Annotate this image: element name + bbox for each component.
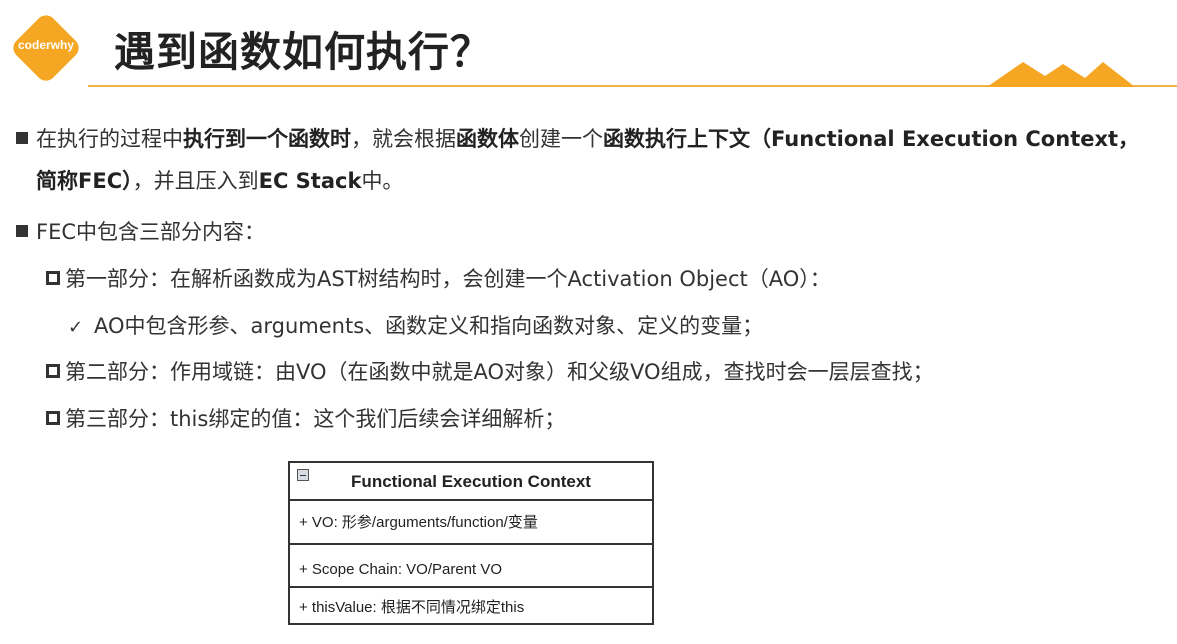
hollow-square-icon (46, 364, 60, 378)
bullet-square-icon (16, 132, 28, 144)
diagram-title: Functional Execution Context (351, 472, 591, 491)
collapse-toggle-icon[interactable] (297, 469, 309, 481)
bullet-fec-contents: FEC中包含三部分内容： (16, 210, 265, 254)
diagram-header: Functional Execution Context (290, 463, 652, 501)
checkmark-icon: ✓ (68, 317, 84, 338)
page-title: 遇到函数如何执行？ (114, 28, 492, 76)
hollow-square-icon (46, 411, 60, 425)
diagram-row-this-value: + thisValue: 根据不同情况绑定this (299, 599, 525, 616)
bullet-fec-creation-cont: 简称FEC），并且压入到EC Stack中。 (36, 169, 404, 193)
bullet-square-icon (16, 225, 28, 237)
sub-item-part2: 第二部分：作用域链：由VO（在函数中就是AO对象）和父级VO组成，查找时会一层层… (46, 350, 934, 394)
diagram-row-scope-chain: + Scope Chain: VO/Parent VO (290, 545, 652, 588)
mountains-icon (987, 62, 1135, 87)
coderwhy-logo: coderwhy (6, 8, 86, 88)
logo-text: coderwhy (17, 38, 74, 52)
sub-item-part3: 第三部分：this绑定的值：这个我们后续会详细解析； (46, 397, 565, 441)
hollow-square-icon (46, 271, 60, 285)
bullet-fec-creation: 在执行的过程中执行到一个函数时，就会根据函数体创建一个函数执行上下文（Funct… (16, 117, 1139, 161)
fec-class-diagram: Functional Execution Context + VO: 形参/ar… (288, 461, 654, 625)
sub-item-part1: 第一部分：在解析函数成为AST树结构时，会创建一个Activation Obje… (46, 257, 831, 301)
diagram-row-vo: + VO: 形参/arguments/function/变量 (290, 501, 652, 545)
title-underline (88, 85, 1177, 87)
check-item-ao: ✓AO中包含形参、arguments、函数定义和指向函数对象、定义的变量； (68, 304, 763, 350)
